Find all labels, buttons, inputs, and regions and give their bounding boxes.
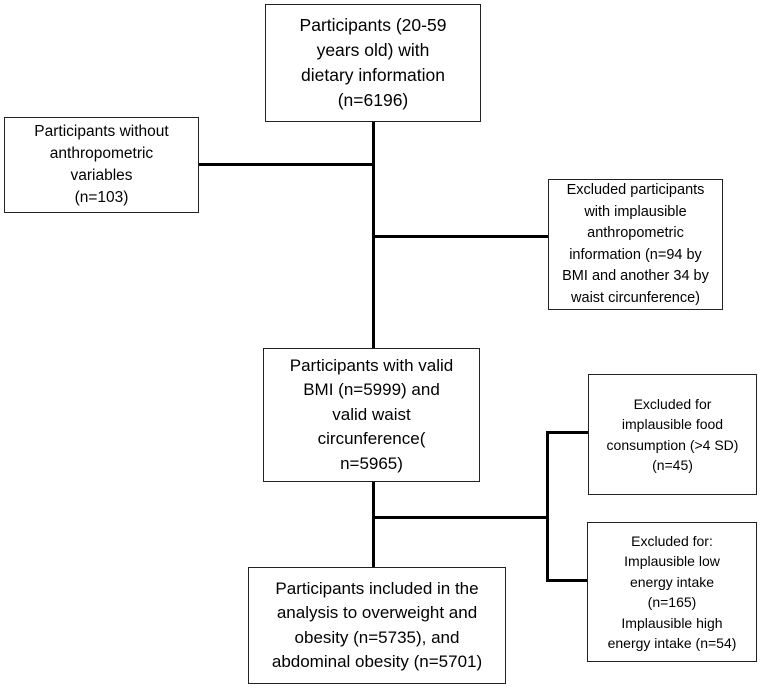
box-text-line: anthropometric: [587, 225, 684, 241]
box-text-line: (n=45): [652, 457, 693, 473]
box-text-line: Participants included in the: [275, 578, 479, 598]
box-text-line: BMI (n=5999) and: [303, 380, 440, 400]
box-text-line: (n=6196): [337, 90, 409, 110]
box-text-line: consumption (>4 SD): [606, 436, 739, 453]
box-text-line: Participants (20-59: [299, 15, 447, 35]
box-text-line: analysis to overweight and: [276, 603, 478, 622]
box-text-line: circunference(: [317, 429, 426, 449]
box-text-line: energy intake: [629, 573, 715, 590]
bracket-to-implausible-energy: [546, 579, 588, 582]
box-text-line: Excluded for:: [631, 532, 713, 549]
branch-to-no-anthropometric: [198, 163, 374, 166]
box-text-line: years old) with: [316, 40, 430, 60]
box-excluded-implausible-energy: Excluded for: Implausible low energy int…: [587, 522, 757, 662]
box-participants-valid-bmi: Participants with valid BMI (n=5999) and…: [263, 348, 480, 482]
box-text-line: BMI and another 34 by: [562, 268, 709, 284]
box-participants-included-final: Participants included in the analysis to…: [248, 567, 506, 684]
box-participants-without-anthropometric: Participants without anthropometric vari…: [4, 117, 199, 213]
box-text-line: with implausible: [584, 203, 687, 220]
box-text-line: information (n=94 by: [569, 246, 702, 263]
box-participants-with-dietary-info: Participants (20-59 years old) with diet…: [265, 4, 481, 122]
box-excluded-implausible-anthropometric: Excluded participants with implausible a…: [548, 179, 723, 310]
branch-to-exclusion-bracket: [373, 516, 548, 519]
exclusion-bracket-vertical: [546, 432, 549, 581]
box-text-line: Implausible high: [621, 614, 723, 631]
box-text-line: obesity (n=5735), and: [294, 627, 460, 647]
box-text-line: dietary information: [301, 65, 445, 85]
box-text-line: Excluded for: [633, 395, 712, 412]
bracket-to-implausible-food: [546, 431, 589, 434]
box-text-line: Participants with valid: [289, 355, 454, 375]
main-trunk-lower: [372, 481, 375, 568]
box-text-line: variables: [70, 167, 133, 184]
box-text-line: (n=165): [647, 594, 697, 610]
box-text-line: anthropometric: [49, 145, 154, 162]
box-text-line: implausible food: [621, 416, 724, 432]
box-text-line: (n=103): [74, 189, 129, 206]
box-text-line: Participants without: [34, 123, 169, 140]
box-excluded-implausible-food: Excluded for implausible food consumptio…: [588, 374, 757, 495]
box-text-line: Excluded participants: [566, 182, 705, 198]
box-text-line: valid waist: [332, 404, 411, 424]
box-text-line: n=5965): [340, 453, 403, 473]
box-text-line: Implausible low: [624, 553, 720, 569]
box-text-line: energy intake (n=54): [607, 635, 737, 651]
box-text-line: abdominal obesity (n=5701): [271, 652, 483, 671]
box-text-line: waist circunference): [571, 289, 700, 306]
branch-to-implausible-anthropometric: [373, 235, 549, 238]
